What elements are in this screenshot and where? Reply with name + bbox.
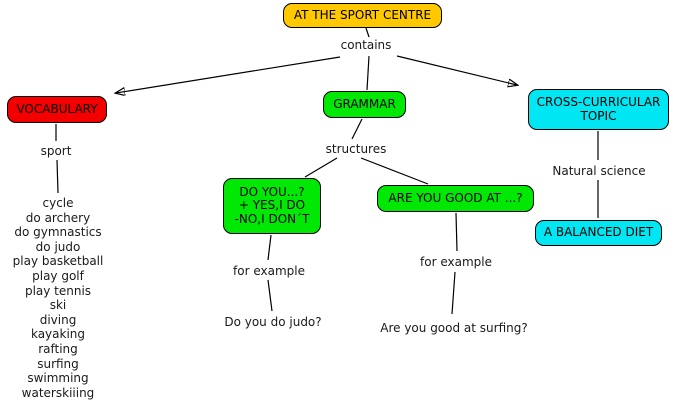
node-structure-are-you-good-at[interactable]: ARE YOU GOOD AT ...?	[377, 185, 534, 212]
linking-phrase-sport[interactable]: sport	[40, 144, 72, 158]
edge-title-contains	[365, 27, 370, 38]
vocab-item: diving	[39, 312, 77, 327]
vocab-item: surfing	[37, 356, 79, 371]
linking-phrase-for-example-left[interactable]: for example	[233, 264, 305, 278]
node-vocabulary[interactable]: VOCABULARY	[7, 96, 107, 123]
edge-doyou-forexample	[267, 234, 272, 261]
vocab-item: play golf	[32, 268, 84, 283]
vocab-item: play tennis	[24, 283, 92, 298]
vocab-item: play basketball	[12, 254, 104, 269]
edge-structures-areyou	[360, 157, 429, 185]
vocab-item: do archery	[25, 210, 91, 225]
edge-grammar-structures	[351, 118, 363, 140]
do-you-line3: -NO,I DON´T	[234, 211, 310, 226]
vocab-item: do judo	[35, 239, 81, 254]
edge-structures-doyou	[304, 157, 338, 178]
do-you-line1: DO YOU...?	[239, 184, 305, 199]
node-grammar[interactable]: GRAMMAR	[323, 91, 406, 118]
node-example-are-you-good-at-surfing[interactable]: Are you good at surfing?	[380, 321, 528, 335]
node-example-do-you-do-judo[interactable]: Do you do judo?	[224, 315, 322, 329]
vocab-item: cycle	[42, 196, 74, 210]
edge-contains-grammar	[366, 55, 370, 91]
node-structure-do-you[interactable]: DO YOU...? + YES,I DO -NO,I DON´T	[223, 178, 321, 234]
linking-phrase-structures[interactable]: structures	[325, 142, 387, 156]
node-balanced-diet[interactable]: A BALANCED DIET	[535, 220, 662, 246]
do-you-line2: + YES,I DO	[238, 198, 306, 213]
edge-sport-list	[56, 159, 59, 194]
linking-phrase-for-example-right[interactable]: for example	[420, 255, 492, 269]
edge-contains-vocabulary	[116, 56, 341, 93]
vocab-item: kayaking	[30, 327, 86, 342]
vocab-item: do gymnastics	[14, 225, 102, 240]
linking-phrase-natural-science[interactable]: Natural science	[552, 164, 646, 178]
edge-forexample-surfing	[451, 271, 456, 315]
node-vocabulary-list[interactable]: cycle do archery do gymnastics do judo p…	[13, 196, 104, 400]
node-sport-centre[interactable]: AT THE SPORT CENTRE	[283, 3, 442, 28]
vocab-item: waterskiiing	[21, 385, 95, 400]
vocab-item: ski	[49, 298, 67, 313]
vocab-item: rafting	[38, 341, 78, 356]
edge-contains-cross-curricular	[396, 55, 517, 85]
edge-forexample-judo	[267, 279, 273, 312]
node-cross-curricular-topic[interactable]: CROSS-CURRICULAR TOPIC	[528, 89, 669, 130]
linking-phrase-contains[interactable]: contains	[340, 38, 392, 52]
vocab-item: swimming	[27, 371, 89, 386]
edge-areyou-forexample	[455, 212, 458, 252]
